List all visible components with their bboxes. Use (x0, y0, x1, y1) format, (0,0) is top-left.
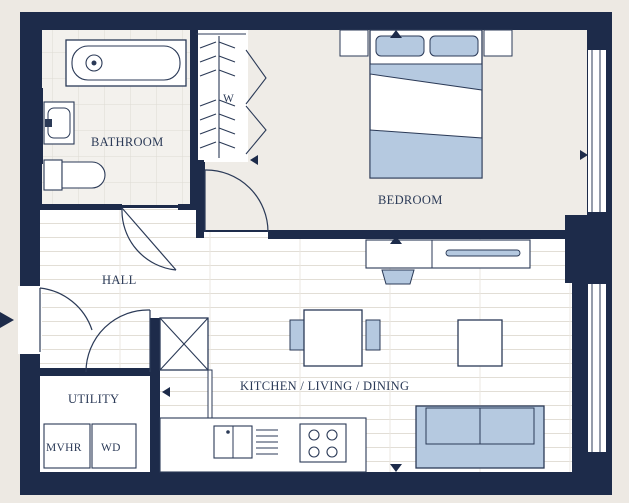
console-unit (365, 239, 531, 285)
bedroom-window (588, 50, 606, 212)
room-label-hall: HALL (102, 273, 137, 287)
bathroom-door-swing (121, 207, 177, 271)
side-table (457, 319, 503, 367)
utility-units (43, 423, 137, 469)
room-label-utility: UTILITY (68, 392, 119, 406)
tall-cupboard (159, 317, 209, 371)
entrance-arrow-icon (0, 312, 14, 328)
dining-table (289, 309, 381, 367)
entrance-opening (18, 286, 42, 354)
toilet (43, 159, 106, 191)
living-window (588, 284, 606, 452)
double-bed (339, 29, 513, 179)
wardrobe (196, 33, 267, 158)
kitchen-counter (159, 369, 367, 473)
room-label-bedroom: BEDROOM (378, 193, 443, 207)
room-label-kitchen: KITCHEN / LIVING / DINING (240, 379, 409, 393)
appliance-label-wd: WD (101, 442, 121, 454)
entrance-door-swing (39, 287, 93, 331)
sofa (415, 405, 545, 469)
interior-walls (35, 30, 610, 472)
bathroom-sink (43, 101, 75, 145)
utility-door-swing (85, 309, 151, 373)
room-label-bathroom: BATHROOM (91, 135, 164, 149)
dimension-markers (162, 30, 588, 472)
wardrobe-label: W (223, 93, 234, 105)
bedroom-door-swing (204, 169, 269, 233)
bathtub (65, 39, 187, 87)
wardrobe-floor (196, 30, 248, 162)
appliance-label-mvhr: MVHR (46, 442, 82, 454)
